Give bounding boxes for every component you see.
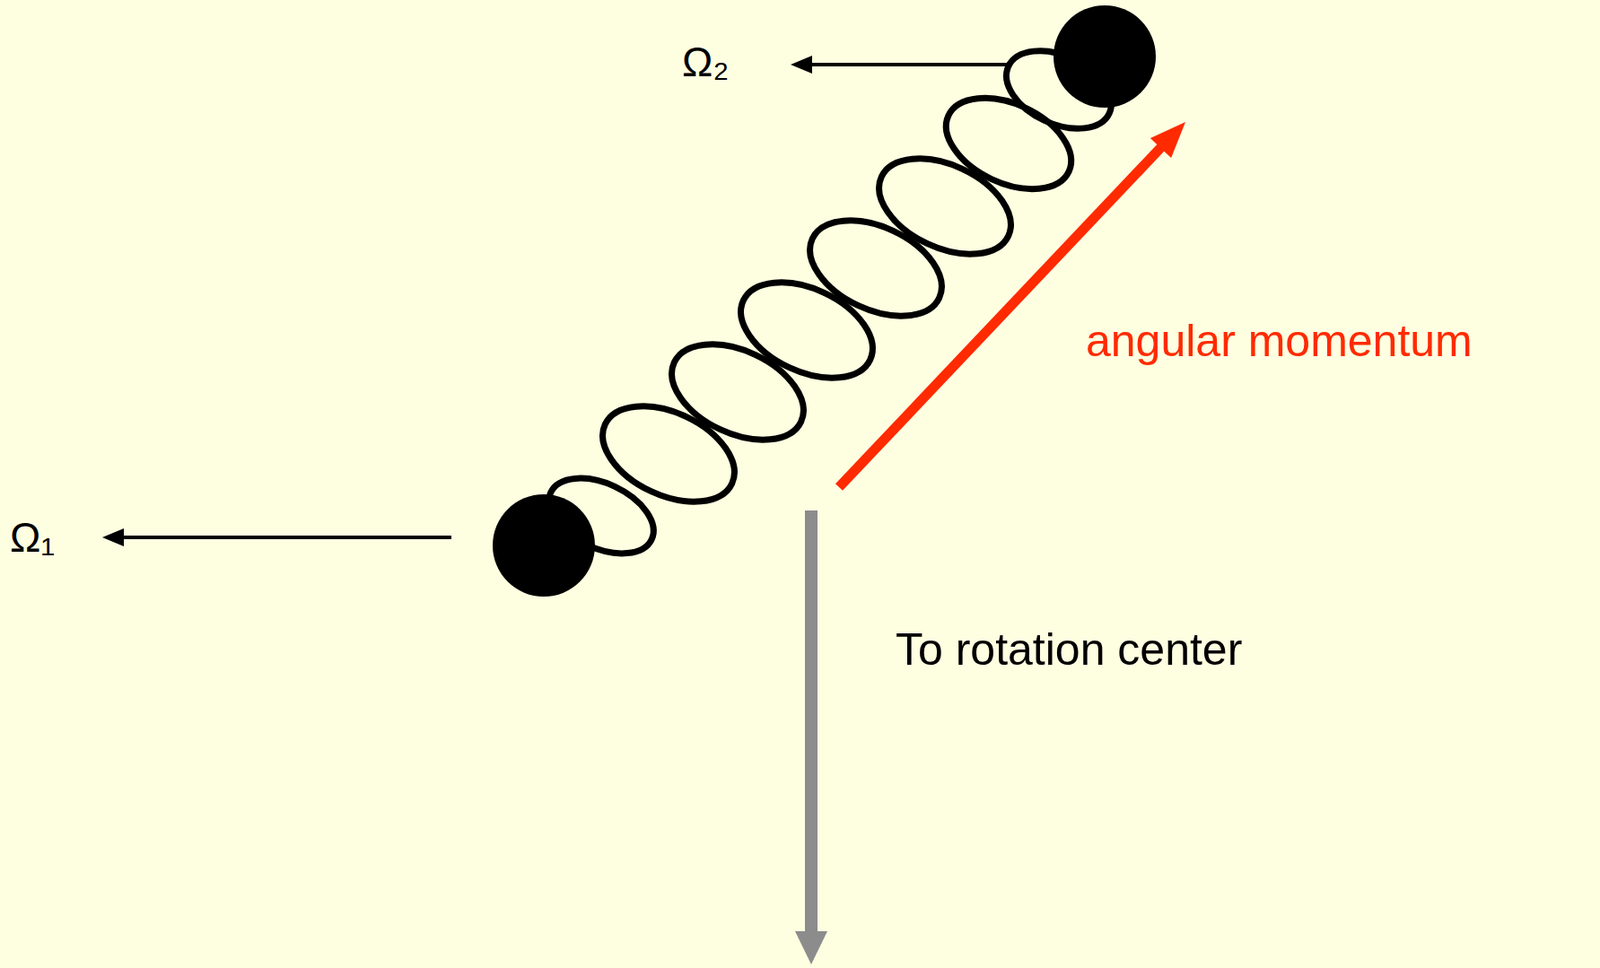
spring-coil <box>537 34 1125 569</box>
coil-loop <box>725 262 888 397</box>
angular-momentum-arrow <box>839 122 1186 488</box>
arrow-label: To rotation center <box>895 622 1242 677</box>
arrow-label: angular momentum <box>1085 314 1473 368</box>
omega-label: Ω₁ <box>9 513 55 563</box>
mass-ball <box>1053 5 1156 108</box>
coil-loop <box>795 201 957 335</box>
rotation-center-arrow <box>795 510 828 965</box>
coil-loop <box>864 139 1026 273</box>
omega-arrow <box>790 55 1011 74</box>
coil-loop <box>656 324 819 459</box>
coil-loop <box>931 79 1085 208</box>
omega-label: Ω₂ <box>681 37 729 88</box>
omega-arrow <box>102 528 452 547</box>
mass-ball <box>492 494 595 597</box>
coil-loop <box>587 386 750 521</box>
